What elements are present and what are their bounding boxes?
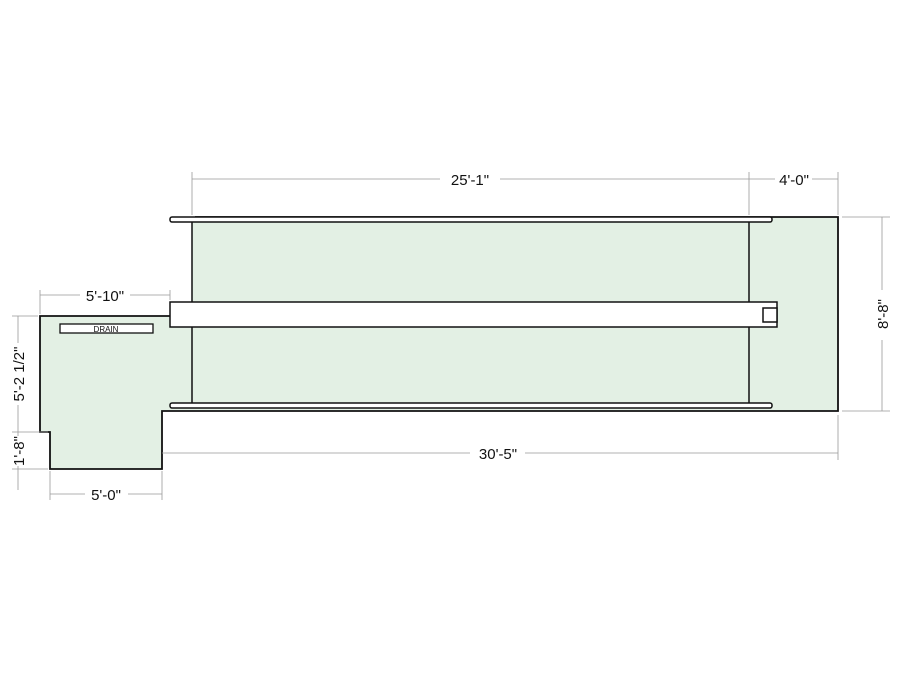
dim-left-height: 5'-2 1/2" (11, 347, 28, 402)
dim-top-right: 4'-0" (779, 172, 809, 189)
drain: DRAIN (59, 323, 154, 334)
drain-rect (59, 323, 154, 334)
floor-outline (39, 216, 839, 470)
rails (169, 216, 773, 409)
drain-label: DRAIN (94, 325, 119, 334)
dim-left-top-width: 5'-10" (86, 288, 124, 305)
top-rail (169, 216, 773, 223)
slot-end-box (762, 307, 778, 323)
dim-right-height: 8'-8" (875, 299, 892, 329)
dim-top-main: 25'-1" (451, 172, 489, 189)
dim-bottom-total: 30'-5" (479, 446, 517, 463)
dimension-labels: 25'-1" 4'-0" 8'-8" 30'-5" 5'-10" 5'-2 1/… (11, 172, 892, 504)
center-slot (169, 301, 778, 328)
dim-left-bottom-width: 5'-0" (91, 487, 121, 504)
dim-left-step: 1'-8" (11, 436, 28, 466)
bottom-rail (169, 402, 773, 409)
floor-area (39, 216, 839, 470)
floor-fill (40, 217, 838, 469)
dimension-lines (12, 172, 890, 500)
